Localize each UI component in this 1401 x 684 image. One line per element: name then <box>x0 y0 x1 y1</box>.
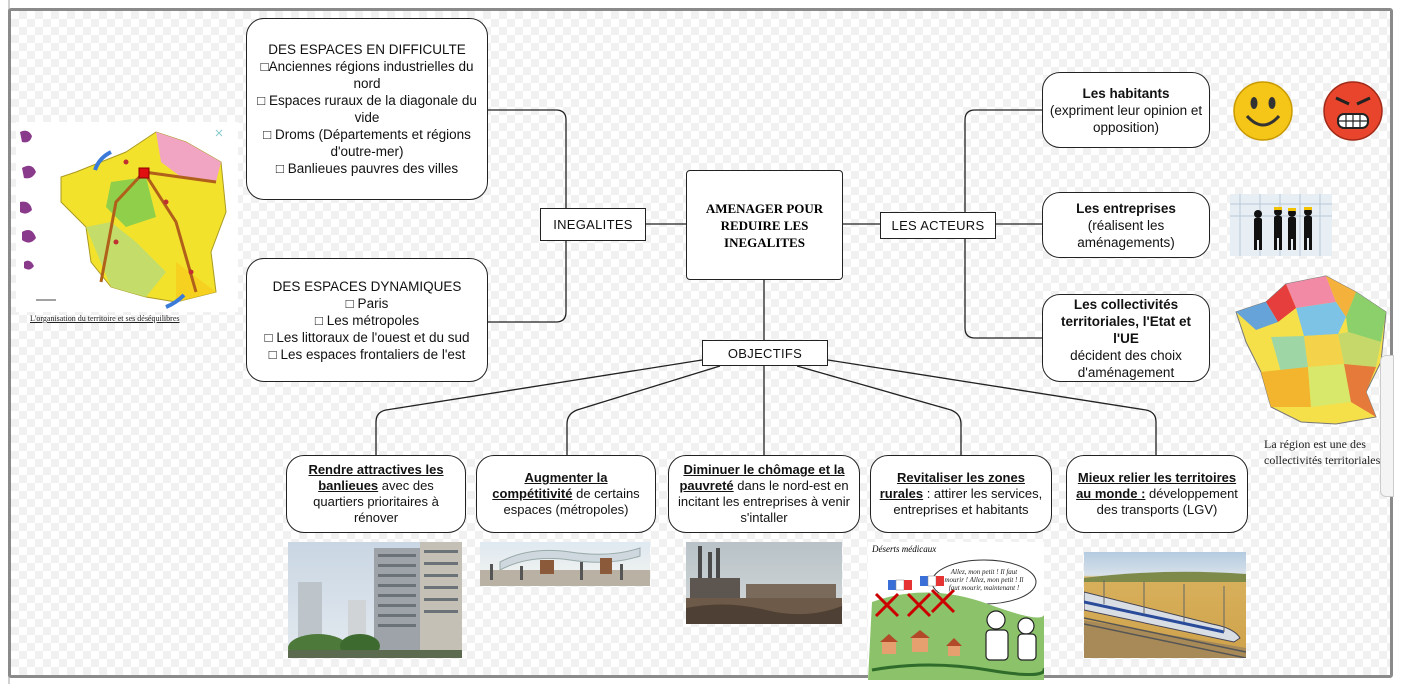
difficulte-item: □Anciennes régions industrielles du nord <box>260 59 474 91</box>
objectif-chomage-box[interactable]: Diminuer le chômage et la pauvreté dans … <box>668 455 860 533</box>
cartoon-title: Déserts médicaux <box>872 544 937 554</box>
acteurs-node[interactable]: LES ACTEURS <box>880 212 996 239</box>
right-map-caption: La région est une des collectivités terr… <box>1264 437 1381 467</box>
dynamiques-item: □ Les littoraux de l'ouest et du sud <box>264 329 470 345</box>
difficulte-item: □ Banlieues pauvres des villes <box>275 161 459 176</box>
smiley-icon <box>1232 80 1294 142</box>
objectif-title: Rendre attractives les banlieues <box>308 462 444 493</box>
acteur-text: (réalisent les aménagements) <box>1077 217 1175 250</box>
espaces-difficulte-box[interactable]: DES ESPACES EN DIFFICULTE □Anciennes rég… <box>246 18 488 200</box>
objectif-transports-box[interactable]: Mieux relier les territoires au monde : … <box>1066 455 1248 533</box>
objectif-text: : attirer les services, entreprises et h… <box>893 486 1043 517</box>
left-map-caption: L'organisation du territoire et ses désé… <box>30 314 180 323</box>
inegalites-label: INEGALITES <box>553 217 633 232</box>
acteur-text: décident des choix d'aménagement <box>1070 347 1182 380</box>
acteur-title: Les collectivités territoriales, l'Etat … <box>1060 296 1191 346</box>
industrial-site-photo <box>686 542 842 624</box>
objectif-text: dans le nord-est en incitant les entrepr… <box>678 478 850 525</box>
objectifs-label: OBJECTIFS <box>727 345 803 361</box>
side-scroll-handle[interactable] <box>1380 355 1394 497</box>
acteur-entreprises-box[interactable]: Les entreprises (réalisent les aménageme… <box>1042 192 1210 258</box>
espaces-dynamiques-box[interactable]: DES ESPACES DYNAMIQUES □ Paris □ Les mét… <box>246 258 488 382</box>
businessmen-image <box>1230 194 1332 256</box>
difficulte-title: DES ESPACES EN DIFFICULTE <box>268 42 466 57</box>
acteur-collectivites-box[interactable]: Les collectivités territoriales, l'Etat … <box>1042 294 1210 382</box>
deserts-medicaux-cartoon: Déserts médicaux Allez, mon petit ! Il f… <box>868 542 1044 680</box>
acteur-title: Les entreprises <box>1076 200 1176 216</box>
dynamiques-item: □ Les métropoles <box>314 312 420 328</box>
objectif-title: Revitaliser les zones rurales <box>879 470 1025 501</box>
tgv-train-photo <box>1084 552 1246 658</box>
difficulte-item: □ Espaces ruraux de la diagonale du vide <box>257 93 477 125</box>
objectifs-node[interactable]: OBJECTIFS <box>702 340 828 366</box>
objectif-text: avec des quartiers prioritaires à rénove… <box>313 478 439 525</box>
acteur-text: (expriment leur opinion et opposition) <box>1049 102 1203 135</box>
dynamiques-title: DES ESPACES DYNAMIQUES <box>272 278 462 294</box>
france-disparities-map <box>16 122 238 312</box>
inegalites-node[interactable]: INEGALITES <box>540 208 646 241</box>
difficulte-item: □ Droms (Départements et régions d'outre… <box>263 127 471 159</box>
objectif-text: développement des transports (LGV) <box>1096 486 1238 517</box>
banlieue-photo <box>288 542 462 658</box>
acteur-title: Les habitants <box>1082 85 1170 101</box>
acteurs-label: LES ACTEURS <box>891 218 985 233</box>
objectif-competitivite-box[interactable]: Augmenter la compétitivité de certains e… <box>476 455 656 533</box>
central-topic[interactable]: AMENAGER POUR REDUIRE LES INEGALITES <box>686 170 843 280</box>
objectif-title: Augmenter la compétitivité <box>492 470 608 501</box>
france-regions-map <box>1226 272 1388 430</box>
central-topic-title: AMENAGER POUR REDUIRE LES INEGALITES <box>705 200 824 250</box>
cartoon-speech: Allez, mon petit ! Il faut mourir ! Alle… <box>944 568 1024 592</box>
objectif-banlieues-box[interactable]: Rendre attractives les banlieues avec de… <box>286 455 466 533</box>
metropole-photo <box>480 542 650 586</box>
objectif-title: Mieux relier les territoires au monde : <box>1076 470 1237 501</box>
dynamiques-item: □ Les espaces frontaliers de l'est <box>268 346 466 362</box>
overseas-inset-icons <box>20 130 36 270</box>
dynamiques-item: □ Paris <box>345 295 389 311</box>
objectif-rurales-box[interactable]: Revitaliser les zones rurales : attirer … <box>870 455 1052 533</box>
objectif-title: Diminuer le chômage et la pauvreté <box>679 462 845 493</box>
acteur-habitants-box[interactable]: Les habitants (expriment leur opinion et… <box>1042 72 1210 148</box>
objectif-text: de certains espaces (métropoles) <box>503 486 640 517</box>
angry-face-icon <box>1322 80 1384 142</box>
